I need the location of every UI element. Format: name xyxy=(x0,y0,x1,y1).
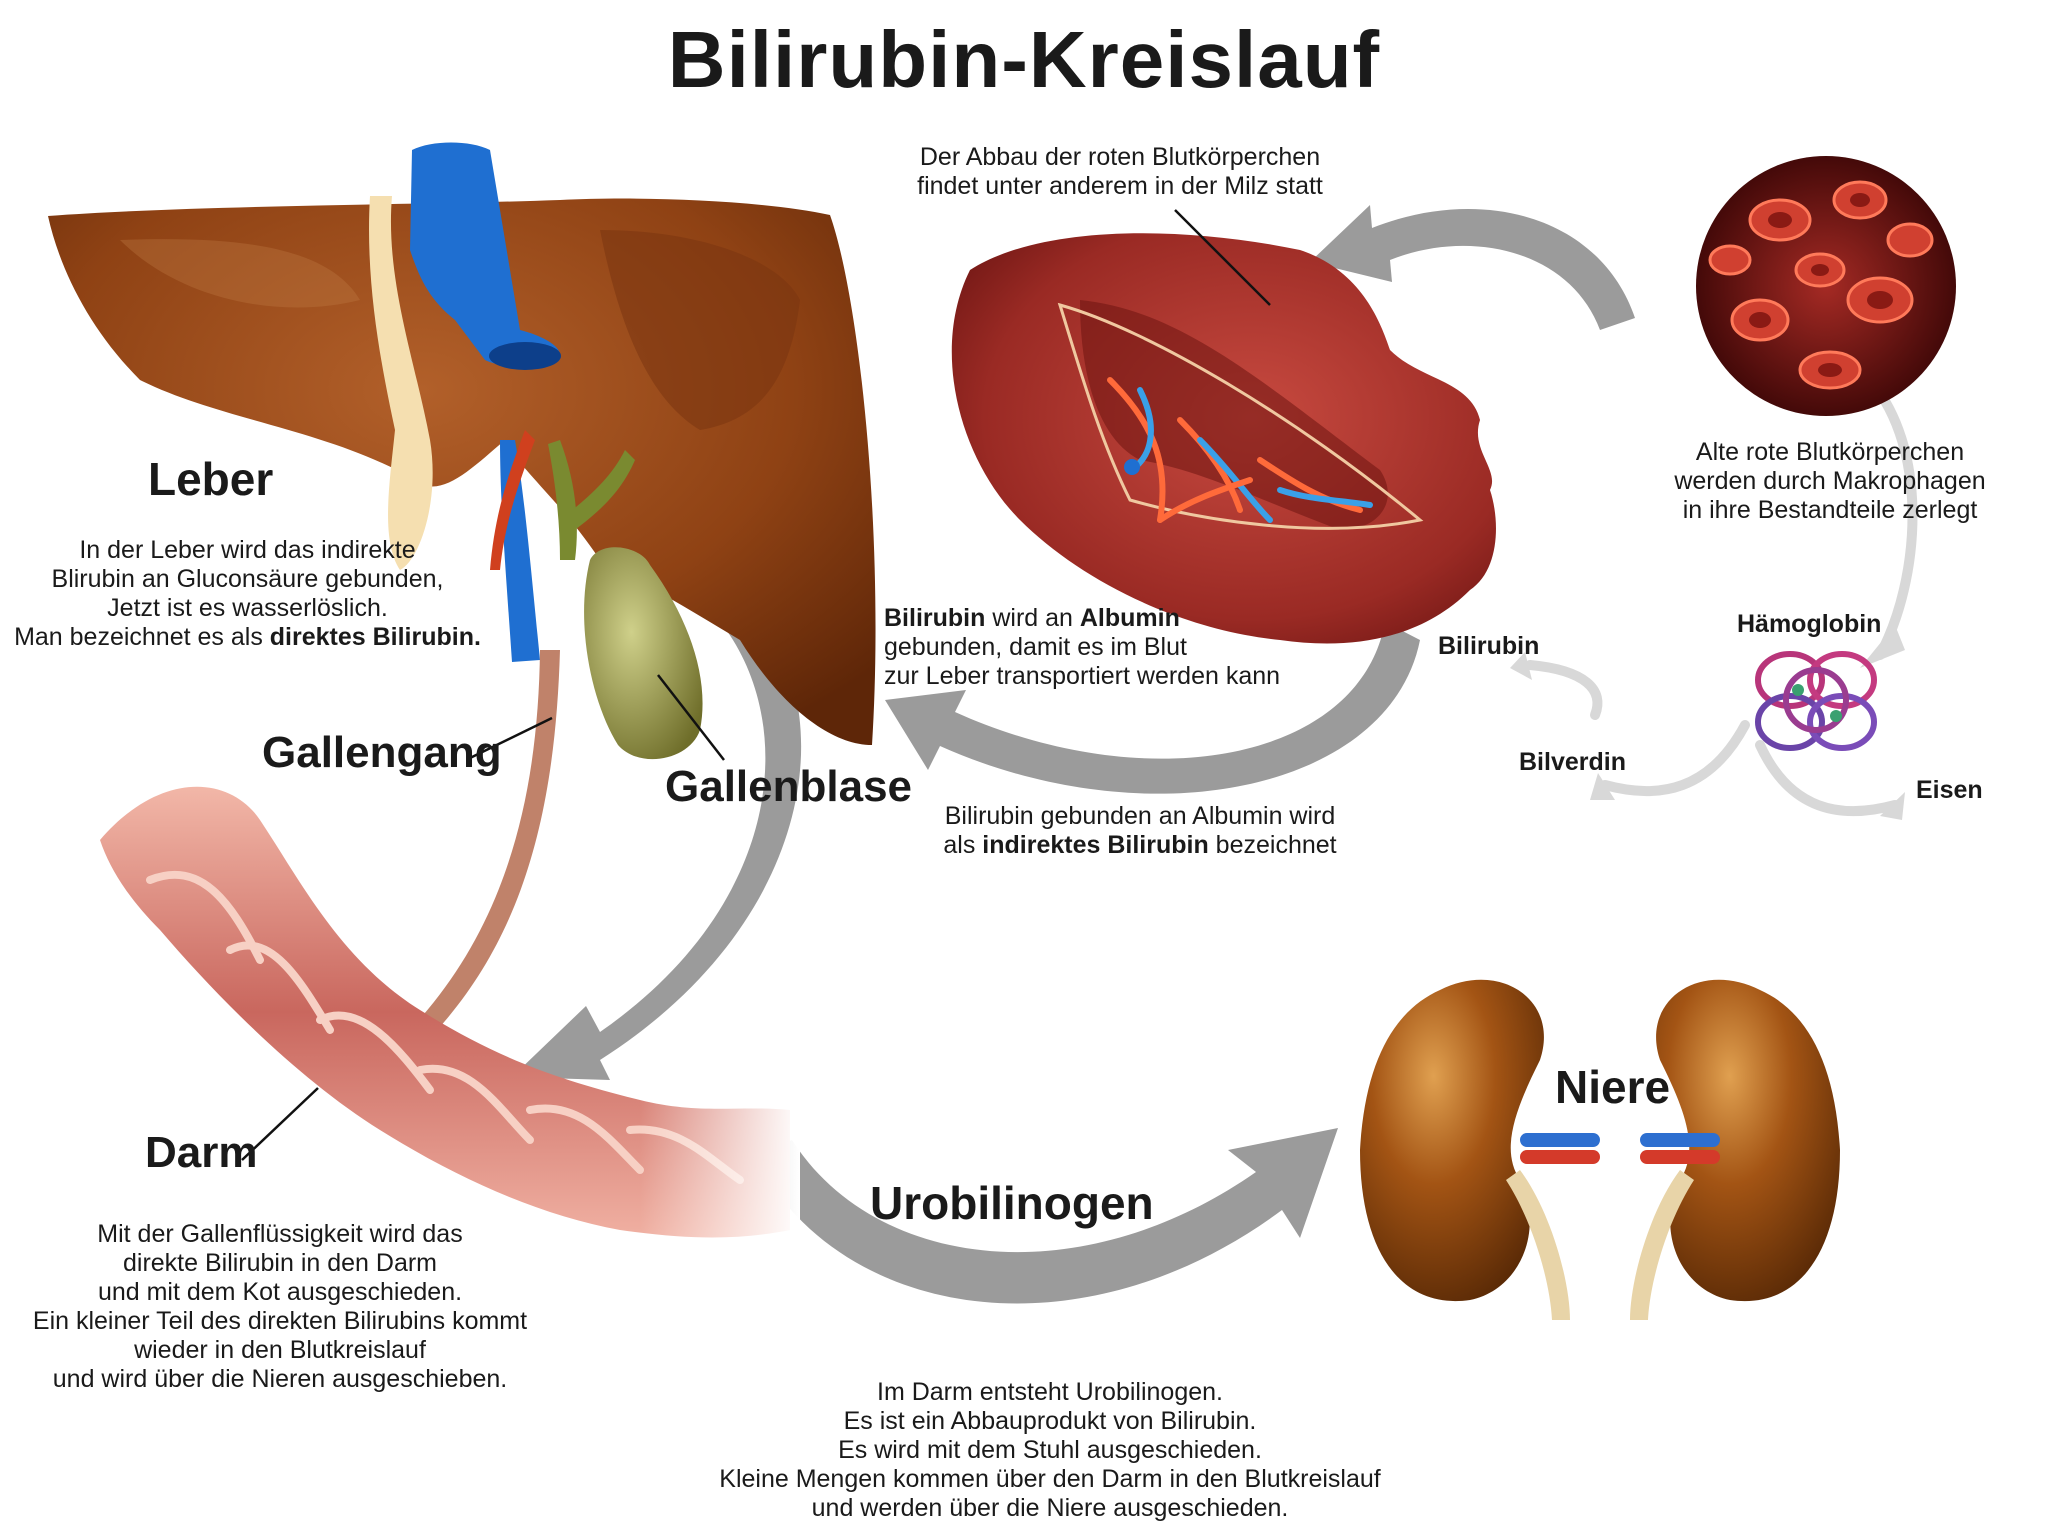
arrow-blood-to-spleen xyxy=(1310,205,1635,330)
pointer-lines xyxy=(241,209,1271,1161)
text-darm: Mit der Gallenflüssigkeit wird das direk… xyxy=(32,1220,528,1393)
label-haemoglobin: Hämoglobin xyxy=(1737,610,1882,638)
liver xyxy=(48,142,876,1050)
kidneys xyxy=(1360,979,1840,1320)
text-leber: In der Leber wird das indirekte Blirubin… xyxy=(14,536,481,651)
diagram-title: Bilirubin-Kreislauf xyxy=(667,15,1381,104)
text-indirekt: Bilirubin gebunden an Albumin wird als i… xyxy=(943,802,1337,859)
bile-duct xyxy=(400,650,560,1050)
arrow-spleen-to-liver xyxy=(885,622,1420,794)
label-eisen: Eisen xyxy=(1916,776,1983,804)
label-darm: Darm xyxy=(145,1128,258,1177)
blood-cells xyxy=(1696,156,1956,416)
hemoglobin-molecule xyxy=(1755,651,1877,751)
label-bilirubin: Bilirubin xyxy=(1438,632,1540,660)
vena-cava xyxy=(410,142,560,367)
text-makrophagen: Alte rote Blutkörperchen werden durch Ma… xyxy=(1674,438,1986,524)
gallbladder xyxy=(584,547,703,760)
label-gallenblase: Gallenblase xyxy=(665,762,913,811)
label-leber: Leber xyxy=(148,453,274,505)
arrow-intestine-to-kidney xyxy=(755,1128,1338,1304)
spleen xyxy=(951,233,1496,644)
molecule-arrows xyxy=(1525,375,1918,817)
label-urobilinogen: Urobilinogen xyxy=(870,1177,1154,1229)
text-albumin: Bilirubin wird an Albumin gebunden, dami… xyxy=(884,604,1281,690)
text-urobilinogen: Im Darm entsteht Urobilinogen. Es ist ei… xyxy=(719,1378,1381,1522)
text-milz: Der Abbau der roten Blutkörperchen finde… xyxy=(917,143,1323,200)
intestine xyxy=(100,786,800,1250)
label-bilverdin: Bilverdin xyxy=(1519,748,1626,776)
label-gallengang: Gallengang xyxy=(262,728,502,777)
label-niere: Niere xyxy=(1555,1061,1671,1113)
molecule-arrowheads xyxy=(1510,625,1905,820)
